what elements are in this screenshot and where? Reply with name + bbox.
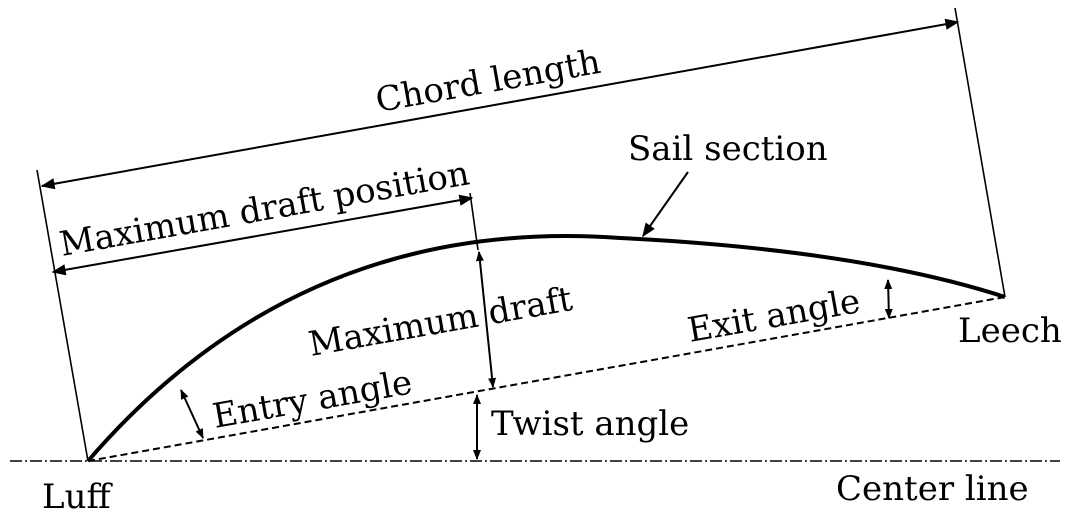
leech-label: Leech bbox=[958, 311, 1062, 351]
entry-angle-arrow bbox=[180, 389, 204, 439]
max-draft-position-arrow bbox=[51, 194, 474, 276]
maximum-draft-arrow bbox=[475, 251, 497, 388]
exit-angle-arrow bbox=[884, 279, 893, 319]
twist-angle-label: Twist angle bbox=[491, 404, 689, 444]
chord-length-label: Chord length bbox=[373, 42, 604, 121]
leech-extension-line bbox=[954, 7, 1006, 298]
entry-angle-label: Entry angle bbox=[210, 362, 415, 436]
chord-length-arrow bbox=[40, 18, 960, 190]
maximum-draft-label: Maximum draft bbox=[306, 279, 576, 365]
sail-section-curve bbox=[86, 234, 1006, 463]
luff-label: Luff bbox=[42, 477, 113, 513]
center-line-label: Center line bbox=[836, 469, 1029, 509]
sail-section-pointer-arrow bbox=[642, 171, 689, 238]
exit-angle-label: Exit angle bbox=[685, 281, 864, 351]
sail-section-label: Sail section bbox=[628, 129, 828, 169]
chord-line bbox=[87, 296, 1006, 462]
luff-extension-line bbox=[36, 169, 89, 462]
